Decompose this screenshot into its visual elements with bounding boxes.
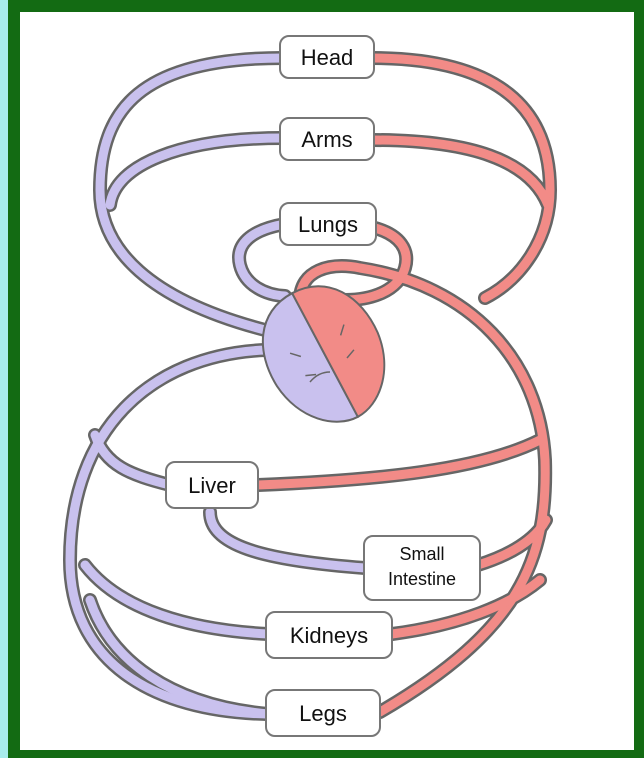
label-head-text: Head [301,45,354,70]
label-small-intestine-line2: Intestine [388,569,456,589]
label-liver: Liver [166,462,258,508]
label-arms: Arms [280,118,374,160]
label-lungs-text: Lungs [298,212,358,237]
label-head: Head [280,36,374,78]
label-liver-text: Liver [188,473,236,498]
label-small-intestine: Small Intestine [364,536,480,600]
label-small-intestine-line1: Small [399,544,444,564]
label-kidneys: Kidneys [266,612,392,658]
label-arms-text: Arms [301,127,352,152]
label-lungs: Lungs [280,203,376,245]
label-kidneys-text: Kidneys [290,623,368,648]
label-legs-text: Legs [299,701,347,726]
label-legs: Legs [266,690,380,736]
